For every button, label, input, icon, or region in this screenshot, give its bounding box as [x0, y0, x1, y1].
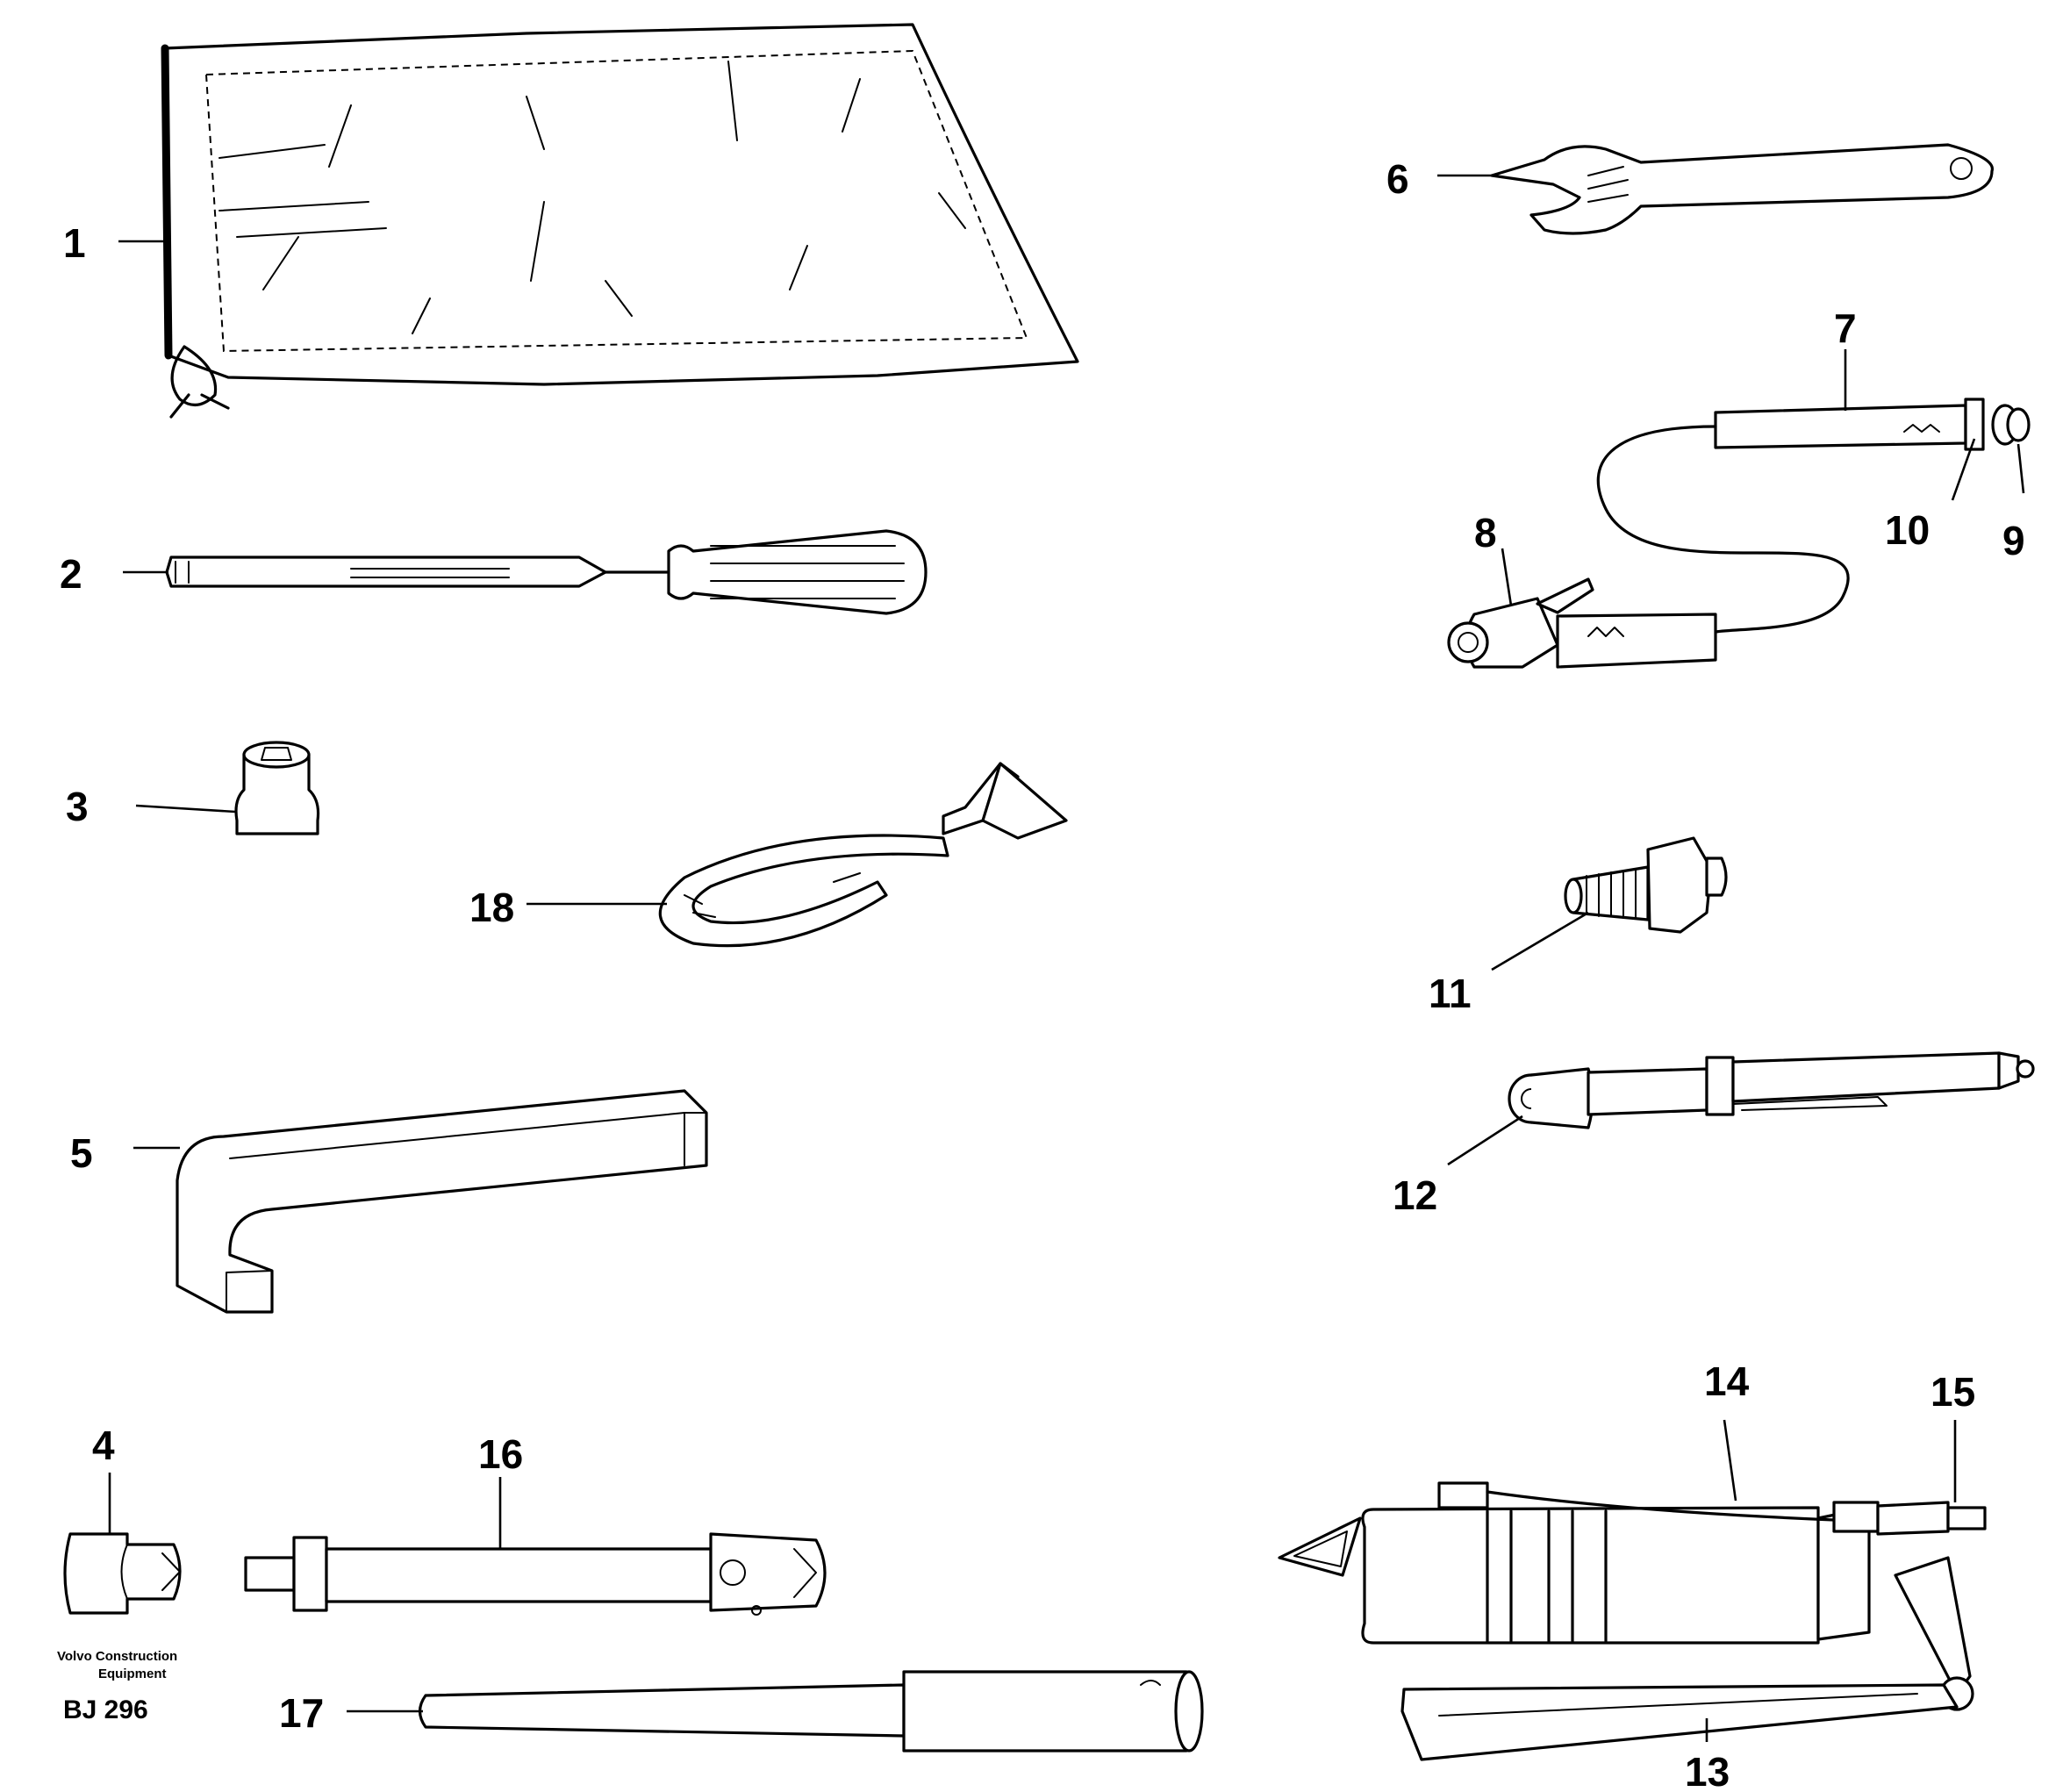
leader-line-10 — [1951, 438, 1976, 501]
leader-line-14 — [1723, 1419, 1737, 1502]
callout-10: 10 — [1885, 507, 1930, 553]
callout-8: 8 — [1474, 510, 1497, 556]
callout-12: 12 — [1393, 1172, 1437, 1218]
hex-key-icon — [175, 1089, 708, 1314]
tire-pressure-gauge-icon — [1508, 1051, 2035, 1129]
adjustable-wrench-icon — [1490, 143, 1994, 235]
leader-line-12 — [1447, 1115, 1523, 1166]
callout-2: 2 — [60, 551, 82, 597]
callout-1: 1 — [63, 220, 86, 266]
leader-line-8 — [1501, 548, 1513, 606]
callout-7: 7 — [1834, 305, 1857, 351]
callout-15: 15 — [1930, 1369, 1975, 1415]
callout-16: 16 — [478, 1431, 523, 1477]
socket-icon — [234, 741, 320, 835]
callout-18: 18 — [469, 885, 514, 930]
credit-line-1: Volvo Construction — [57, 1649, 177, 1664]
callout-17: 17 — [279, 1690, 324, 1736]
leader-line-11 — [1491, 911, 1589, 971]
socket-extension-bar-icon — [244, 1532, 827, 1616]
leader-line-3 — [135, 804, 236, 814]
socket-adapter-icon — [63, 1532, 182, 1615]
callout-4: 4 — [92, 1423, 115, 1468]
tool-bag-icon — [161, 23, 1079, 419]
callout-14: 14 — [1704, 1358, 1750, 1404]
tommy-bar-icon — [418, 1670, 1204, 1753]
strap-icon — [658, 762, 1068, 948]
screwdriver-icon — [165, 529, 928, 615]
callout-9: 9 — [2002, 518, 2025, 563]
drawing-code: BJ 296 — [63, 1695, 148, 1724]
leader-line-9 — [2016, 443, 2025, 494]
grease-gun-icon — [1278, 1481, 1987, 1761]
air-hose-icon — [1596, 398, 2031, 634]
callout-6: 6 — [1386, 156, 1409, 202]
hose-coupling-icon — [1447, 577, 1717, 669]
callout-5: 5 — [70, 1130, 93, 1176]
callout-13: 13 — [1685, 1749, 1730, 1792]
credit-line-2: Equipment — [98, 1667, 167, 1681]
callout-3: 3 — [66, 784, 89, 829]
callout-11: 11 — [1429, 971, 1472, 1016]
adapter-nipple-icon — [1564, 836, 1728, 934]
